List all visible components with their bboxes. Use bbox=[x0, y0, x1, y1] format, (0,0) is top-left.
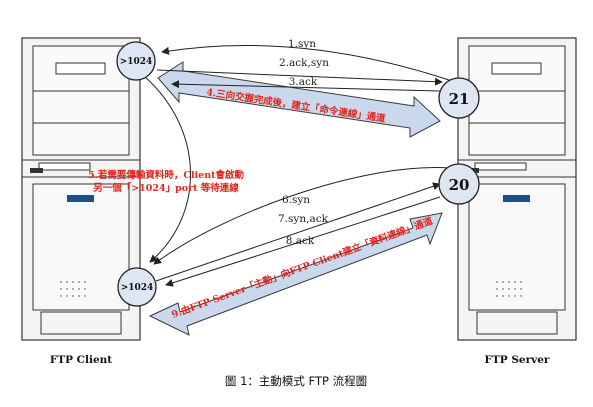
client-computer bbox=[21, 37, 141, 341]
arrow-3-ack bbox=[171, 80, 441, 92]
svg-text:21: 21 bbox=[449, 90, 470, 108]
figure-caption: 圖 1：主動模式 FTP 流程圖 bbox=[225, 374, 367, 388]
server-label: FTP Server bbox=[485, 354, 550, 366]
arrow-8-ack bbox=[165, 196, 441, 287]
arrow-6-syn bbox=[153, 167, 451, 265]
client-port-top: >1024 bbox=[116, 41, 156, 81]
arrow-5-open-port bbox=[143, 75, 191, 263]
label-5-line1: 5.若需要傳輸資料時，Client會啟動 bbox=[88, 169, 245, 181]
label-5-line2: 另一個「>1024」port 等待連線 bbox=[93, 182, 239, 194]
svg-text:>1024: >1024 bbox=[121, 283, 154, 293]
arrow-2-ack-syn bbox=[156, 69, 443, 86]
client-port-bottom: >1024 bbox=[117, 267, 157, 307]
label-6-syn: 6.syn bbox=[282, 194, 310, 206]
arrow-1-syn bbox=[161, 44, 456, 83]
label-3-ack: 3.ack bbox=[289, 76, 318, 88]
data-channel-arrow bbox=[148, 212, 443, 336]
server-port-20: 20 bbox=[438, 163, 480, 205]
arrow-7-syn-ack bbox=[155, 182, 441, 282]
server-port-21: 21 bbox=[438, 77, 480, 119]
client-label: FTP Client bbox=[50, 354, 112, 366]
command-channel-arrow bbox=[157, 61, 441, 138]
svg-text:20: 20 bbox=[449, 176, 470, 194]
svg-text:>1024: >1024 bbox=[120, 57, 153, 67]
label-8-ack: 8.ack bbox=[286, 235, 315, 247]
label-2-ack-syn: 2.ack,syn bbox=[279, 57, 329, 69]
label-1-syn: 1.syn bbox=[288, 38, 316, 50]
label-7-syn-ack: 7.syn,ack bbox=[278, 213, 329, 225]
